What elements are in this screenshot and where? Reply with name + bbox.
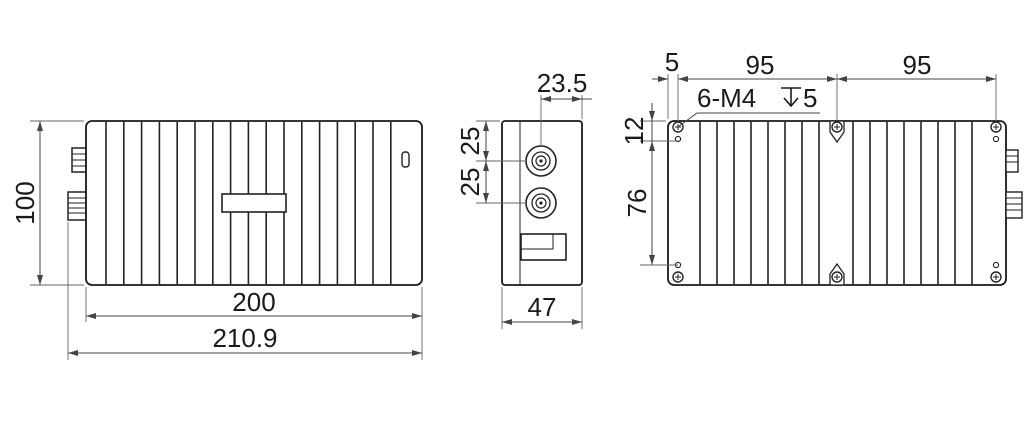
screw-hole-icon bbox=[990, 271, 1002, 283]
hole-depth-text: 5 bbox=[803, 83, 817, 113]
dimension-95-95: 95 95 bbox=[678, 50, 997, 121]
dim-text-200: 200 bbox=[232, 287, 275, 317]
side-view bbox=[501, 120, 583, 286]
screw-hole-icon bbox=[990, 121, 1002, 133]
dim-text-76: 76 bbox=[622, 189, 652, 218]
dimension-height-100: 100 bbox=[10, 120, 84, 286]
dim-text-25-top: 25 bbox=[455, 127, 485, 156]
guide-hole bbox=[992, 261, 1000, 269]
screw-hole-icon bbox=[831, 121, 843, 133]
dim-text-95-left: 95 bbox=[746, 50, 775, 80]
sma-connector-icon bbox=[67, 191, 87, 221]
sma-connector-icon bbox=[1005, 191, 1023, 219]
dim-text-47: 47 bbox=[528, 292, 557, 322]
dimension-47: 47 bbox=[501, 287, 583, 329]
dimension-5: 5 bbox=[652, 47, 694, 122]
dim-text-100: 100 bbox=[10, 181, 40, 224]
dim-text-5: 5 bbox=[665, 47, 679, 77]
dim-text-12: 12 bbox=[619, 117, 649, 146]
side-port bbox=[520, 233, 567, 261]
sma-connector-icon bbox=[525, 187, 557, 219]
dim-text-23-5: 23.5 bbox=[537, 68, 588, 98]
sma-connector-icon bbox=[525, 145, 557, 177]
front-fins bbox=[105, 122, 392, 284]
front-view bbox=[67, 120, 423, 286]
screw-hole-icon bbox=[831, 271, 843, 283]
screw-hole-icon bbox=[672, 271, 684, 283]
hole-callout: 6-M4 5 bbox=[677, 83, 820, 128]
sma-connector-icon bbox=[1005, 149, 1019, 173]
screw-holes bbox=[672, 121, 1002, 283]
sma-connector-icon bbox=[71, 147, 87, 173]
status-led bbox=[401, 151, 410, 168]
depth-arrow-icon bbox=[781, 87, 801, 108]
top-view bbox=[667, 120, 1023, 286]
dimension-width-200: 200 bbox=[85, 287, 423, 322]
front-label-window bbox=[221, 193, 287, 213]
guide-hole bbox=[674, 135, 682, 143]
dimension-width-210-9: 210.9 bbox=[67, 222, 423, 360]
dim-text-25-bottom: 25 bbox=[455, 168, 485, 197]
top-fins bbox=[699, 122, 973, 284]
hole-spec-text: 6-M4 bbox=[697, 83, 756, 113]
dim-text-95-right: 95 bbox=[903, 50, 932, 80]
guide-hole bbox=[992, 135, 1000, 143]
dimension-23-5: 23.5 bbox=[537, 68, 592, 146]
dimension-12-76: 12 76 bbox=[619, 103, 678, 266]
dimension-25-25: 25 25 bbox=[455, 120, 526, 204]
dim-text-210-9: 210.9 bbox=[212, 323, 277, 353]
